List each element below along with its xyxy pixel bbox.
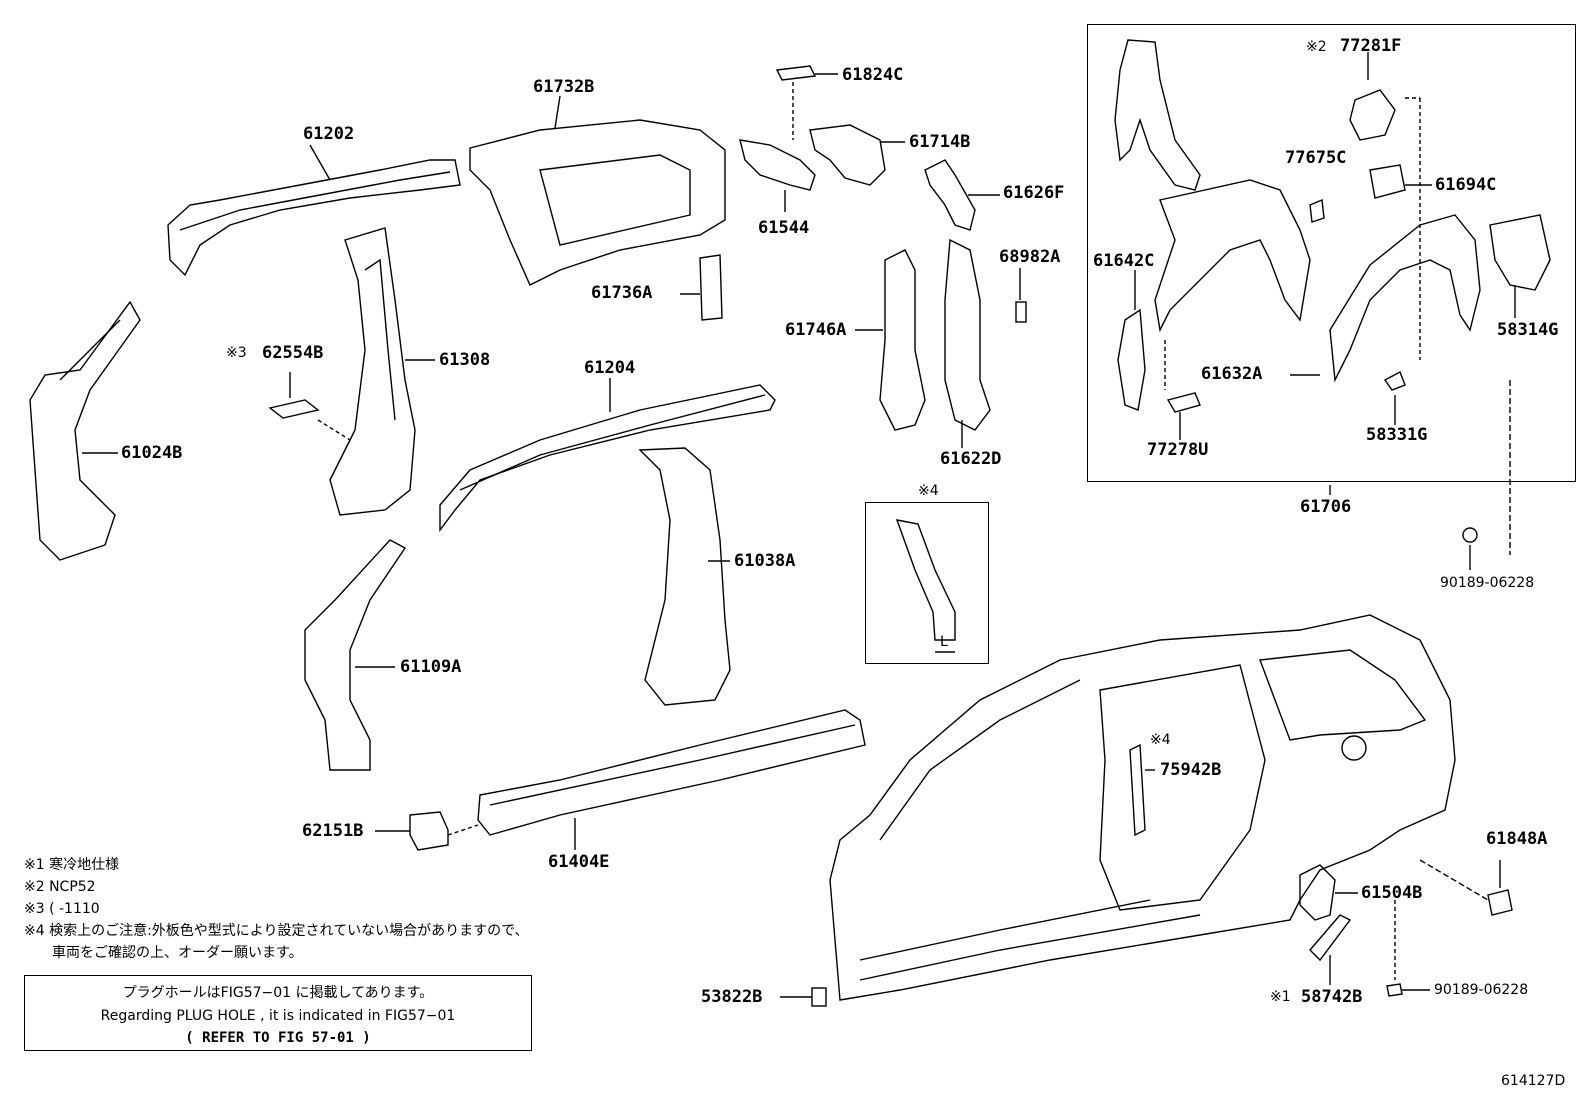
part-53822B-drawing (780, 987, 827, 1007)
label-75942B[interactable]: 75942B (1160, 760, 1222, 780)
group-61706-box (1087, 24, 1576, 482)
label-61504B[interactable]: 61504B (1361, 883, 1423, 903)
plug-hole-notice: プラグホールはFIG57−01 に掲載してあります。 Regarding PLU… (24, 975, 532, 1051)
part-61202-drawing (167, 144, 461, 277)
label-58742B[interactable]: 58742B (1301, 987, 1363, 1007)
label-61202[interactable]: 61202 (303, 124, 355, 144)
part-61622D-drawing (944, 238, 991, 448)
label-61714B[interactable]: 61714B (909, 132, 971, 152)
part-61746A-drawing (855, 249, 926, 431)
note-4-cont: 車両をご確認の上、オーダー願います。 (52, 945, 303, 961)
part-75942B-drawing (1129, 743, 1155, 837)
part-58742B-drawing (1309, 914, 1352, 985)
part-62151B-drawing (375, 811, 479, 851)
label-77278U[interactable]: 77278U (1147, 440, 1209, 460)
mark-1: ※1 (1270, 989, 1291, 1005)
label-77675C[interactable]: 77675C (1285, 148, 1347, 168)
label-77281F[interactable]: 77281F (1340, 36, 1402, 56)
part-body-side-outer-drawing (829, 614, 1456, 1001)
label-61746A[interactable]: 61746A (785, 320, 847, 340)
label-61706[interactable]: 61706 (1300, 497, 1352, 517)
label-58331G[interactable]: 58331G (1366, 425, 1428, 445)
part-62554B-drawing (268, 372, 351, 441)
label-61109A[interactable]: 61109A (400, 657, 462, 677)
label-61204[interactable]: 61204 (584, 358, 636, 378)
detail-L-label: L (940, 634, 948, 650)
part-61404E-drawing (477, 709, 866, 850)
part-68982A-drawing (1015, 268, 1027, 323)
label-61736A[interactable]: 61736A (591, 283, 653, 303)
label-62554B[interactable]: 62554B (262, 343, 324, 363)
figure-id: 614127D (1501, 1073, 1566, 1089)
note-3: ※3 ( -1110 (24, 901, 100, 917)
mark-4-a: ※4 (918, 483, 939, 499)
label-61404E[interactable]: 61404E (548, 852, 610, 872)
note-1: ※1 寒冷地仕様 (24, 857, 120, 873)
mark-4-b: ※4 (1150, 732, 1171, 748)
part-61544-drawing (739, 139, 816, 212)
part-61732B-drawing (469, 95, 726, 286)
mark-3: ※3 (226, 345, 247, 361)
part-90189-drawing (1386, 380, 1511, 997)
part-61714B-drawing (809, 124, 905, 186)
label-58314G[interactable]: 58314G (1497, 320, 1559, 340)
group-61706-drawings (1114, 39, 1551, 440)
part-61024B-drawing (29, 300, 141, 561)
label-61732B[interactable]: 61732B (533, 77, 595, 97)
mark-2: ※2 (1306, 39, 1327, 55)
plug-hole-line2: Regarding PLUG HOLE , it is indicated in… (100, 1008, 456, 1024)
label-61642C[interactable]: 61642C (1093, 251, 1155, 271)
plug-hole-line1: プラグホールはFIG57−01 に掲載してあります。 (122, 985, 434, 1001)
label-61308[interactable]: 61308 (439, 350, 491, 370)
label-61024B[interactable]: 61024B (121, 443, 183, 463)
label-68982A[interactable]: 68982A (999, 247, 1061, 267)
label-61694C[interactable]: 61694C (1435, 175, 1497, 195)
part-61308-drawing (329, 227, 435, 516)
part-61504B-drawing (1299, 864, 1396, 980)
note-4: ※4 検索上のご注意:外板色や型式により設定されていない場合がありますので、 (24, 923, 529, 939)
part-61109A-drawing (304, 539, 407, 771)
label-90189-06228-lower[interactable]: 90189-06228 (1434, 982, 1529, 998)
label-61626F[interactable]: 61626F (1003, 183, 1065, 203)
label-61038A[interactable]: 61038A (734, 551, 796, 571)
detail-box-4 (865, 502, 989, 664)
label-61632A[interactable]: 61632A (1201, 364, 1263, 384)
part-61824C-drawing (775, 65, 838, 140)
label-61848A[interactable]: 61848A (1486, 829, 1548, 849)
part-61038A-drawing (638, 447, 731, 706)
part-61736A-drawing (680, 254, 723, 321)
label-90189-06228-upper[interactable]: 90189-06228 (1440, 575, 1535, 591)
label-61622D[interactable]: 61622D (940, 449, 1002, 469)
label-53822B[interactable]: 53822B (701, 987, 763, 1007)
part-61848A-drawing (1419, 859, 1513, 916)
label-62151B[interactable]: 62151B (302, 821, 364, 841)
label-61544[interactable]: 61544 (758, 218, 810, 238)
detail-profile-drawing (895, 519, 956, 653)
label-61824C[interactable]: 61824C (842, 65, 904, 85)
plug-hole-reference[interactable]: ( REFER TO FIG 57-01 ) (185, 1030, 371, 1046)
note-2: ※2 NCP52 (24, 879, 96, 895)
part-61204-drawing (439, 378, 776, 533)
part-61626F-drawing (924, 159, 1000, 231)
